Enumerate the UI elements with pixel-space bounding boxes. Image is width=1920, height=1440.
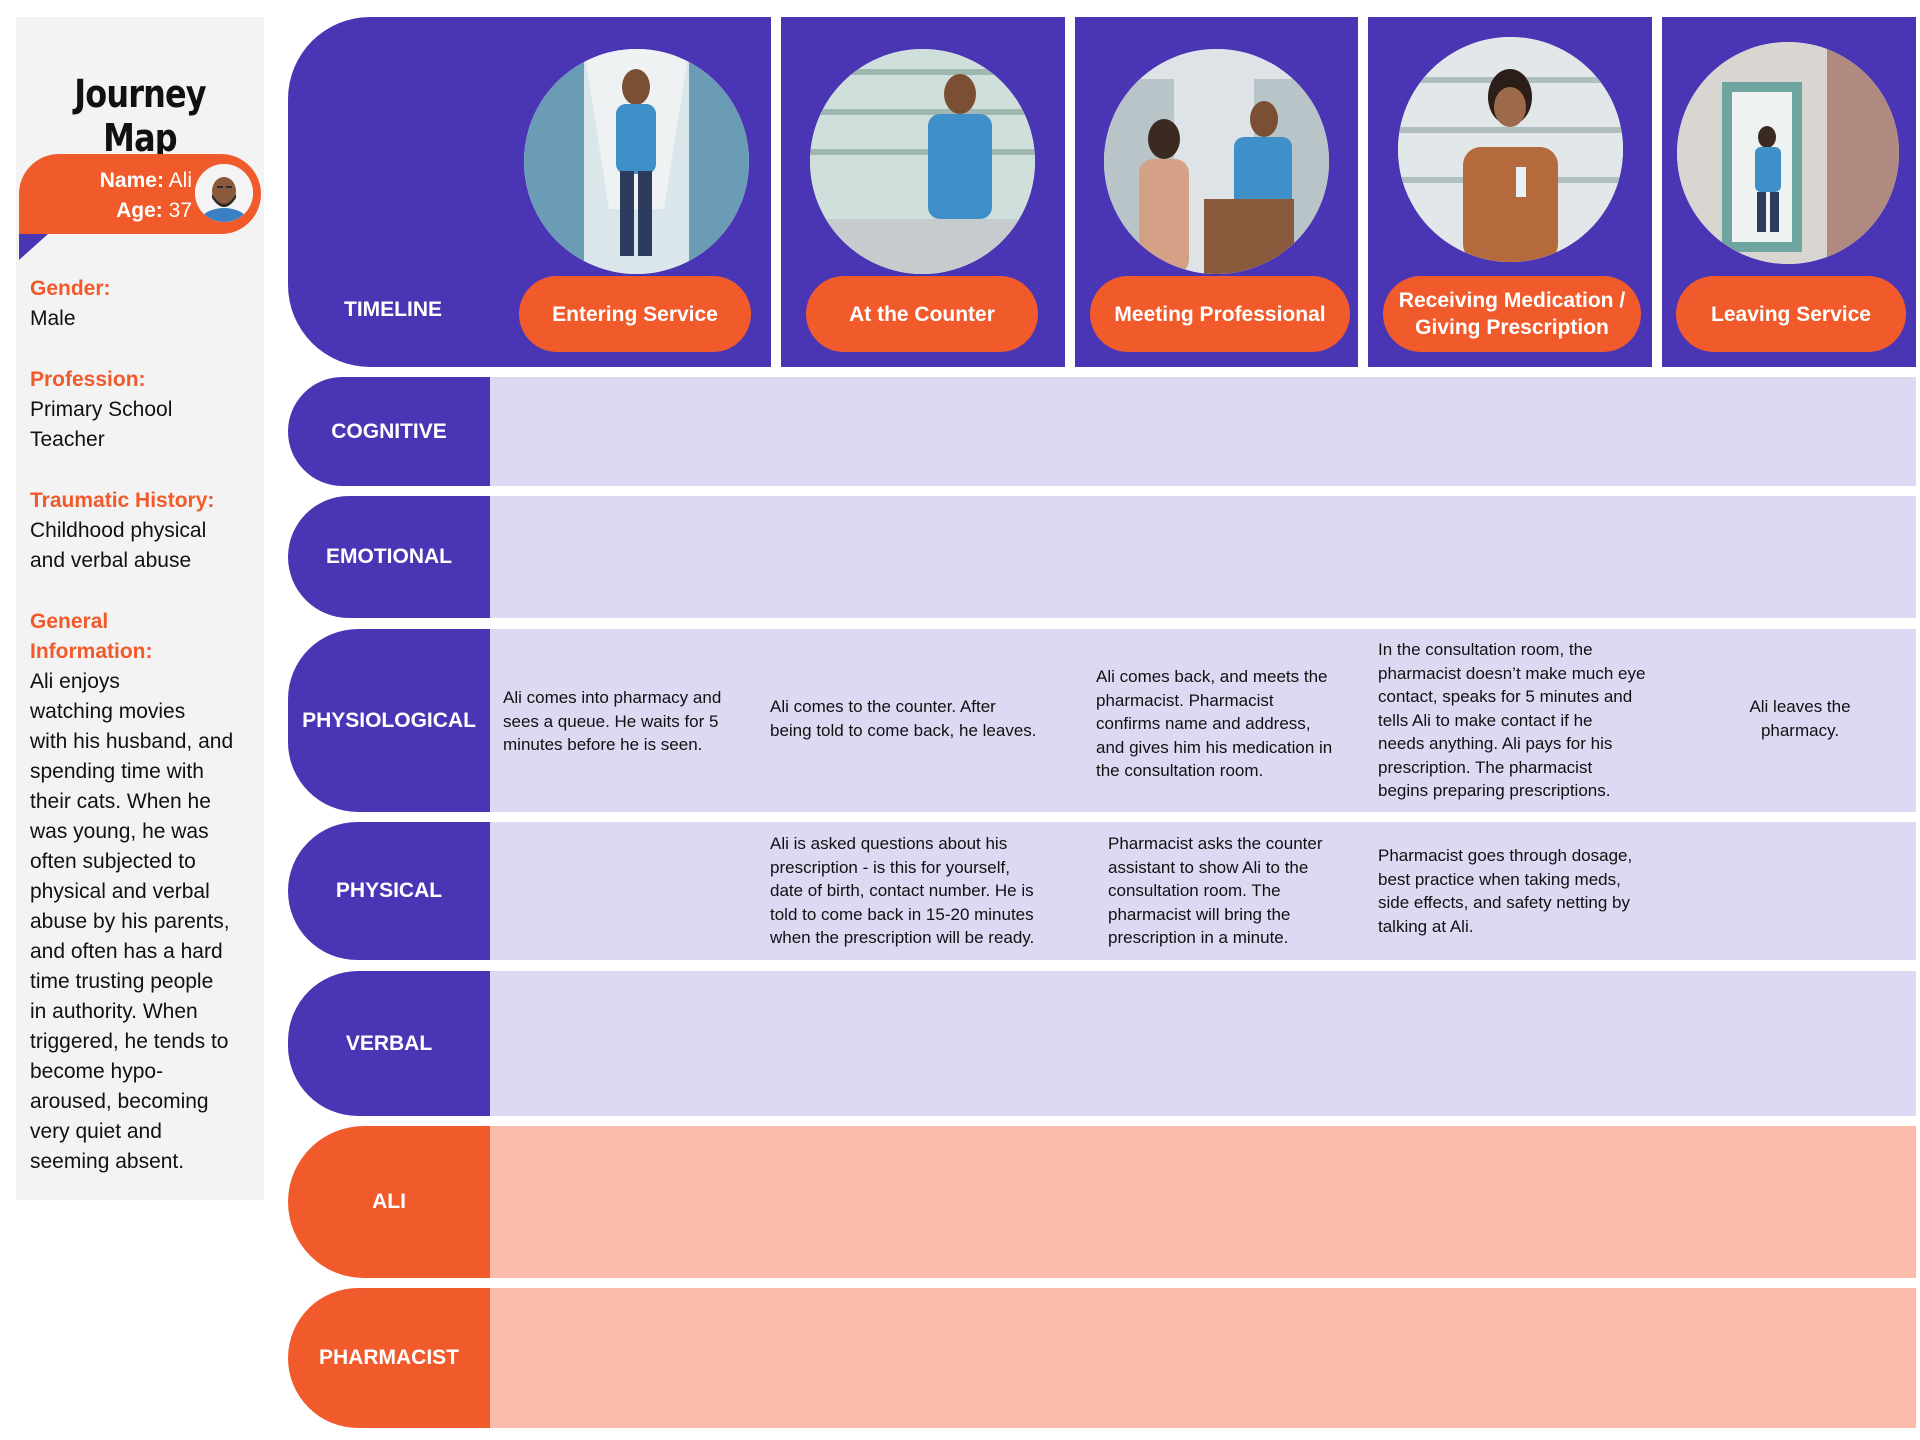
row-body-ali <box>490 1126 1916 1278</box>
profile-name: Ali <box>168 169 192 192</box>
row-body-physical: Ali is asked questions about his prescri… <box>490 822 1916 960</box>
physical-cell-3: Pharmacist asks the counter assistant to… <box>1108 834 1323 947</box>
physiological-cell-2: Ali comes to the counter. After being to… <box>770 697 1037 740</box>
general-info-value: Ali enjoys watching movies with his husb… <box>30 670 234 1173</box>
row-body-physiological: Ali comes into pharmacy and sees a queue… <box>490 629 1916 812</box>
stage-5-illustration <box>1677 42 1899 264</box>
physiological-cell-3: Ali comes back, and meets the pharmacist… <box>1096 667 1333 780</box>
physiological-cell-1: Ali comes into pharmacy and sees a queue… <box>503 688 722 754</box>
general-info-label: General Information: <box>30 610 153 663</box>
profession-value: Primary School Teacher <box>30 398 173 451</box>
gender-label: Gender: <box>30 277 111 300</box>
row-label-physical: PHYSICAL <box>288 822 490 960</box>
physiological-cell-5: Ali leaves the pharmacy. <box>1749 697 1851 740</box>
avatar <box>195 164 253 222</box>
stage-2-illustration <box>810 49 1035 274</box>
physiological-cell-4: In the consultation room, the pharmacist… <box>1378 640 1646 800</box>
row-pharmacist: PHARMACIST <box>288 1288 1916 1428</box>
profession-label: Profession: <box>30 368 146 391</box>
stage-entering-service[interactable]: Entering Service <box>519 276 751 352</box>
row-cognitive: COGNITIVE <box>288 377 1916 486</box>
age-label: Age: <box>116 199 163 222</box>
row-label-emotional: EMOTIONAL <box>288 496 490 618</box>
row-label-ali: ALI <box>288 1126 490 1278</box>
row-label-cognitive: COGNITIVE <box>288 377 490 486</box>
name-badge: Name: Ali Age: 37 <box>19 154 261 234</box>
row-emotional: EMOTIONAL <box>288 496 1916 618</box>
stage-at-the-counter[interactable]: At the Counter <box>806 276 1038 352</box>
stage-4-illustration <box>1398 37 1623 262</box>
trauma-value: Childhood physical and verbal abuse <box>30 519 207 572</box>
row-label-pharmacist: PHARMACIST <box>288 1288 490 1428</box>
row-ali: ALI <box>288 1126 1916 1278</box>
physical-cell-2: Ali is asked questions about his prescri… <box>770 834 1035 947</box>
trauma-label: Traumatic History: <box>30 489 215 512</box>
stage-leaving-service[interactable]: Leaving Service <box>1676 276 1906 352</box>
stage-meeting-professional[interactable]: Meeting Professional <box>1090 276 1350 352</box>
stage-3-illustration <box>1104 49 1329 274</box>
row-label-physiological: PHYSIOLOGICAL <box>288 629 490 812</box>
profile-age: 37 <box>168 199 192 222</box>
stage-1-illustration <box>524 49 749 274</box>
row-physiological: PHYSIOLOGICAL Ali comes into pharmacy an… <box>288 629 1916 812</box>
stage-receiving-medication[interactable]: Receiving Medication / Giving Prescripti… <box>1383 276 1641 352</box>
row-body-emotional <box>490 496 1916 618</box>
row-physical: PHYSICAL Ali is asked questions about hi… <box>288 822 1916 960</box>
badge-tail <box>19 234 48 260</box>
name-label: Name: <box>99 169 164 192</box>
row-verbal: VERBAL <box>288 971 1916 1116</box>
physical-cell-4: Pharmacist goes through dosage, best pra… <box>1378 846 1633 936</box>
timeline-label: TIMELINE <box>344 298 442 321</box>
row-body-verbal <box>490 971 1916 1116</box>
row-body-pharmacist <box>490 1288 1916 1428</box>
profile-sidebar: Journey Map Name: Ali Age: 37 Gender: Ma… <box>16 17 264 1200</box>
row-body-cognitive <box>490 377 1916 486</box>
gender-value: Male <box>30 307 76 330</box>
page-title: Journey Map <box>74 72 206 160</box>
row-label-verbal: VERBAL <box>288 971 490 1116</box>
